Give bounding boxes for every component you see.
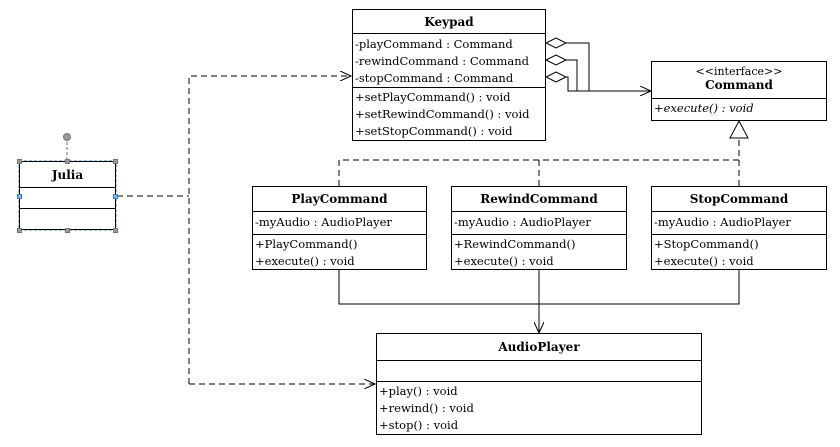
class-keypad[interactable]: Keypad -playCommand : Command -rewindCom… xyxy=(352,9,546,141)
resize-handle[interactable] xyxy=(113,228,118,233)
method-row: +PlayCommand() xyxy=(255,237,358,251)
attributes-compartment xyxy=(377,361,701,382)
resize-handle[interactable] xyxy=(17,159,22,164)
class-name: PlayCommand xyxy=(253,187,426,212)
realization-connector[interactable] xyxy=(338,119,749,186)
interface-command[interactable]: <<interface>> Command +execute() : void xyxy=(651,61,827,121)
resize-handle[interactable] xyxy=(17,228,22,233)
class-audio-player[interactable]: AudioPlayer +play() : void +rewind() : v… xyxy=(376,333,702,435)
realization-triangle xyxy=(729,119,749,139)
attribute-row: -playCommand : Command xyxy=(355,37,513,51)
class-play-command[interactable]: PlayCommand -myAudio : AudioPlayer +Play… xyxy=(252,186,427,270)
method-row: +execute() : void xyxy=(255,254,355,268)
class-name: StopCommand xyxy=(652,187,826,212)
attributes-compartment: -myAudio : AudioPlayer xyxy=(253,212,426,235)
resize-handle[interactable] xyxy=(113,194,118,199)
class-julia[interactable]: Julia xyxy=(19,161,116,230)
method-row: +play() : void xyxy=(379,384,458,398)
attribute-row: -myAudio : AudioPlayer xyxy=(454,215,591,229)
class-stop-command[interactable]: StopCommand -myAudio : AudioPlayer +Stop… xyxy=(651,186,827,270)
aggregation-diamond-play xyxy=(544,37,568,49)
aggregation-connector[interactable] xyxy=(544,37,651,91)
method-row: +setPlayCommand() : void xyxy=(355,90,511,104)
dependency-connector[interactable] xyxy=(117,76,375,384)
methods-compartment: +RewindCommand() +execute() : void xyxy=(452,235,626,270)
attributes-compartment: -playCommand : Command -rewindCommand : … xyxy=(353,34,545,88)
aggregation-diamond-stop xyxy=(544,71,568,83)
methods-compartment: +play() : void +rewind() : void +stop() … xyxy=(377,382,701,434)
methods-compartment: +StopCommand() +execute() : void xyxy=(652,235,826,270)
method-row: +execute() : void xyxy=(654,101,754,115)
class-rewind-command[interactable]: RewindCommand -myAudio : AudioPlayer +Re… xyxy=(451,186,627,270)
association-connector[interactable] xyxy=(338,270,740,333)
class-name: RewindCommand xyxy=(452,187,626,212)
attributes-compartment: -myAudio : AudioPlayer xyxy=(452,212,626,235)
attribute-row: -stopCommand : Command xyxy=(355,71,514,85)
rotate-handle xyxy=(63,133,71,141)
attribute-row: -rewindCommand : Command xyxy=(355,54,529,68)
stereotype-label: <<interface>> xyxy=(695,65,783,78)
resize-handle[interactable] xyxy=(65,228,70,233)
class-name: AudioPlayer xyxy=(377,334,701,361)
method-row: +execute() : void xyxy=(654,254,754,268)
class-name: Command xyxy=(705,78,773,92)
resize-handle[interactable] xyxy=(17,194,22,199)
aggregation-diamond-rewind xyxy=(544,54,568,66)
methods-compartment: +PlayCommand() +execute() : void xyxy=(253,235,426,270)
method-row: +setStopCommand() : void xyxy=(355,124,513,138)
methods-compartment: +execute() : void xyxy=(652,99,826,117)
attribute-row: -myAudio : AudioPlayer xyxy=(255,215,392,229)
attributes-compartment xyxy=(20,188,115,209)
attributes-compartment: -myAudio : AudioPlayer xyxy=(652,212,826,235)
methods-compartment: +setPlayCommand() : void +setRewindComma… xyxy=(353,88,545,140)
class-name-block: <<interface>> Command xyxy=(652,62,826,99)
method-row: +rewind() : void xyxy=(379,401,474,415)
class-name: Keypad xyxy=(353,10,545,34)
class-name: Julia xyxy=(20,162,115,188)
resize-handle[interactable] xyxy=(113,159,118,164)
method-row: +setRewindCommand() : void xyxy=(355,107,530,121)
resize-handle[interactable] xyxy=(65,159,70,164)
attribute-row: -myAudio : AudioPlayer xyxy=(654,215,791,229)
method-row: +StopCommand() xyxy=(654,237,759,251)
method-row: +stop() : void xyxy=(379,418,459,432)
method-row: +RewindCommand() xyxy=(454,237,576,251)
method-row: +execute() : void xyxy=(454,254,554,268)
